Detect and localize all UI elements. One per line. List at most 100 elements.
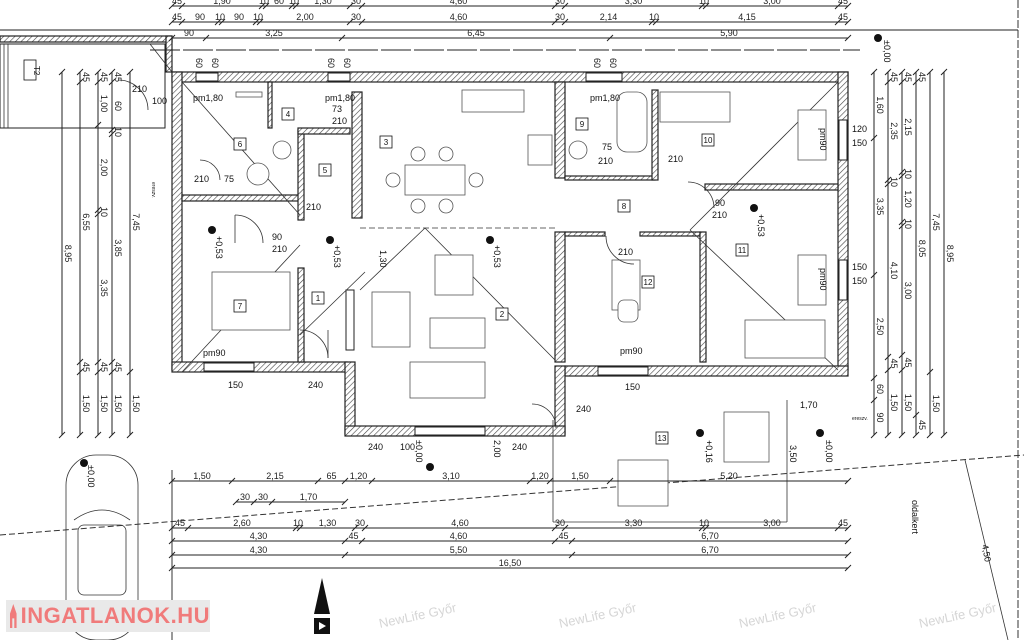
room-box — [379, 135, 393, 149]
dim-tick — [844, 34, 852, 42]
room-box — [701, 133, 715, 147]
dim-tick — [232, 498, 240, 506]
top-dim-row2-label: 30 — [351, 12, 361, 22]
bottom-dim-rowA-label: 3,10 — [442, 471, 460, 481]
dim-tick — [168, 551, 176, 559]
bottom-dim-rowB-label: 2,60 — [233, 518, 251, 528]
bottom-dim-rowC-label: 4,60 — [450, 531, 468, 541]
dim-tick — [341, 537, 349, 545]
dim-tick — [551, 537, 559, 545]
top-dim-row1-label: 10 — [289, 0, 299, 6]
dim-tick — [168, 34, 176, 42]
dim-tick — [898, 431, 906, 439]
label-win-150: 150 — [625, 382, 640, 392]
right-dim-col3-label: 2,15 — [903, 118, 913, 136]
label-pm180: pm1,80 — [590, 93, 620, 103]
room-number-13: 13 — [658, 434, 667, 443]
dim-tick — [870, 431, 878, 439]
dim-tick — [108, 68, 116, 76]
dim-tick — [834, 524, 842, 532]
label-win-150: 150 — [228, 380, 243, 390]
dim-tick — [358, 2, 366, 10]
right-dim-col3-label: 10 — [903, 169, 913, 179]
window-height-label: 60 — [326, 58, 336, 68]
label-door-210: 210 — [668, 154, 683, 164]
right-dim-col3-label: 1,50 — [903, 394, 913, 412]
dim-tick — [58, 431, 66, 439]
right-dim-col3-label: 45 — [903, 357, 913, 367]
label-pm90: pm90 — [818, 268, 828, 291]
dim-tick — [256, 18, 264, 26]
building-walls — [171, 71, 849, 437]
watermark-text: NewLife Győr — [918, 600, 999, 631]
top-dim-row2-label: 45 — [172, 12, 182, 22]
dim-tick — [292, 524, 300, 532]
dim-tick — [551, 2, 559, 10]
dim-tick — [844, 18, 852, 26]
room-number-5: 5 — [323, 166, 328, 175]
right-dim-col6-label: 8,95 — [945, 245, 955, 263]
dim-tick — [94, 431, 102, 439]
dim-tick — [606, 34, 614, 42]
right-dim-col2-label: 45 — [889, 72, 899, 82]
dim-tick — [76, 68, 84, 76]
dim-tick — [870, 374, 878, 382]
bottom-dim-rowB-label: 4,60 — [451, 518, 469, 528]
right-dim-col5-label: 7,45 — [931, 213, 941, 231]
dim-tick — [94, 206, 102, 214]
right-dim-col3-label: 3,00 — [903, 282, 913, 300]
top-dim-row2-label: 90 — [234, 12, 244, 22]
label-win-240: 240 — [368, 442, 383, 452]
furniture — [211, 89, 827, 523]
level-016: +0,16 — [704, 440, 714, 463]
dim-tick — [358, 18, 366, 26]
dim-tick — [288, 2, 296, 10]
dim-tick — [346, 2, 354, 10]
right-dim-col4-label: 45 — [917, 72, 927, 82]
right-dim-col1-label: 2,50 — [875, 318, 885, 336]
dim-tick — [912, 431, 920, 439]
right-dim-col3-label: 10 — [903, 219, 913, 229]
dim-tick — [126, 431, 134, 439]
room-box — [575, 117, 589, 131]
dim-tick — [606, 477, 614, 485]
top-dim-row1-label: 30 — [351, 0, 361, 6]
top-dim-row2-label: 30 — [555, 12, 565, 22]
dim-tick — [341, 551, 349, 559]
label-door-210: 210 — [132, 84, 147, 94]
dim-tick — [551, 18, 559, 26]
dim-tick — [94, 78, 102, 86]
dim-tick — [568, 551, 576, 559]
room-number-1: 1 — [316, 294, 321, 303]
dim-tick — [912, 411, 920, 419]
dim-tick — [526, 477, 534, 485]
window-height-label: 60 — [342, 58, 352, 68]
label-door-210: 210 — [306, 202, 321, 212]
bottom-dim-rowD-label: 6,70 — [701, 545, 719, 555]
label-win-240: 240 — [512, 442, 527, 452]
dim-tick — [268, 498, 276, 506]
left-dim-col5-label: 7,45 — [131, 213, 141, 231]
dim-tick — [884, 68, 892, 76]
room-box — [641, 275, 655, 289]
garage: T2 — [0, 35, 173, 129]
room-box — [233, 137, 247, 151]
top-dim-row2-label: 45 — [838, 12, 848, 22]
right-dim-col3-label: 45 — [903, 72, 913, 82]
dim-tick — [648, 18, 656, 26]
dim-tick — [884, 180, 892, 188]
left-dim-col4-label: 45 — [113, 72, 123, 82]
level-zero: ±0,00 — [882, 40, 892, 62]
dim-tick — [898, 366, 906, 374]
level-markers — [80, 34, 882, 471]
dim-tick — [898, 351, 906, 359]
left-dim-col2-label: 6,55 — [81, 213, 91, 231]
right-dim-col4-label: 8,05 — [917, 240, 927, 258]
dim-tick — [912, 68, 920, 76]
dim-tick — [870, 271, 878, 279]
room-box — [655, 431, 669, 445]
dim-tick — [94, 121, 102, 129]
window-height-label: 60 — [194, 58, 204, 68]
top-dim-row3-label: 5,90 — [720, 28, 738, 38]
